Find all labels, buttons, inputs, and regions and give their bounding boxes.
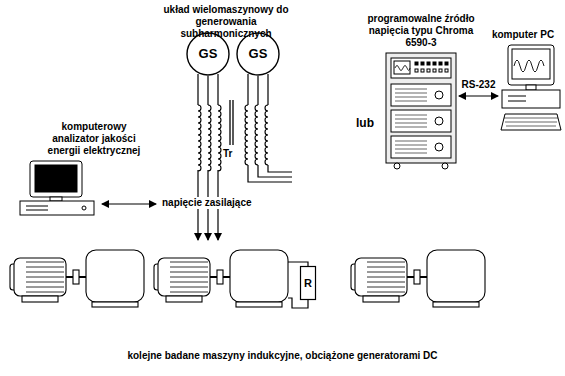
device-heading: komputer PC [486,29,560,41]
supply-label: napięcie zasilające [160,197,254,209]
link-label: RS-232 [462,79,496,91]
device-heading: programowalne źródło napięcia typu Chrom… [367,13,475,49]
resistor-label: R [304,277,312,289]
resistor-box: R [300,266,316,300]
pc-computer: komputer PC [500,44,562,140]
secondary-coil [265,105,268,165]
generator-label: GS [249,48,268,60]
machine-sets [10,250,485,307]
voltage-source: programowalne źródło napięcia typu Chrom… [385,52,457,170]
transformer-label: Tr [223,148,232,160]
primary-coil [198,105,201,171]
node-body: R [300,266,316,300]
cabinet-icon [385,52,457,170]
system-title: układ wielomaszynowy do generowania subh… [163,4,289,40]
generator-label: GS [199,48,218,60]
secondary-coil [245,105,248,165]
secondary-coil [255,105,258,165]
figure-caption: kolejne badane maszyny indukcyjne, obcią… [0,350,565,362]
pc-icon [500,44,562,140]
link-arrow [459,95,498,96]
or-label: lub [356,117,374,129]
primary-coil [218,105,221,171]
primary-coil [208,105,211,171]
power-analyzer: komputerowy analizator jakości energii e… [18,160,98,218]
motor-generator-set [351,250,485,307]
motor-generator-set [154,250,288,307]
transformer-core [230,100,233,145]
motor-generator-set [10,250,144,307]
monitor-icon [18,160,98,218]
device-heading: komputerowy analizator jakości energii e… [38,121,150,157]
supply-wires [198,74,292,240]
analyzer-link-arrow [102,204,156,205]
